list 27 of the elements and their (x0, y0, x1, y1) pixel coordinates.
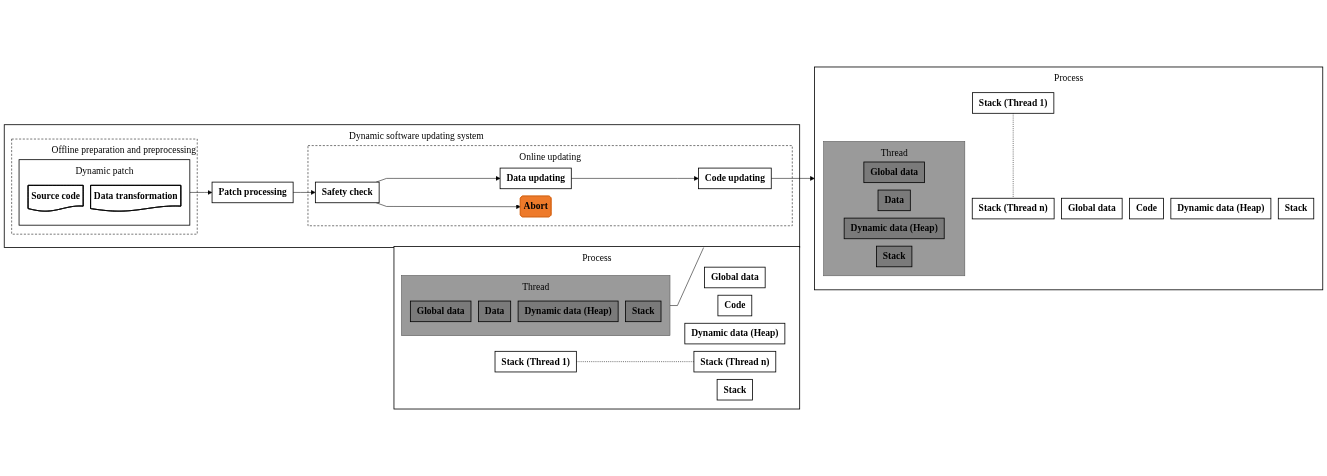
node-box: Patch processing (211, 181, 294, 204)
node-box: Dynamic data (Heap) (684, 322, 786, 345)
node-box: Stack (Thread 1) (972, 92, 1055, 114)
node-box: Dynamic data (Heap) (843, 217, 945, 240)
node-box: Stack (Thread n) (971, 197, 1055, 220)
node-box: Code (717, 294, 753, 317)
node-box: Global data (1061, 197, 1123, 220)
node-box: Data updating (499, 167, 572, 190)
node-box: Stack (625, 300, 662, 323)
node-box: Stack (876, 245, 913, 268)
node-box: Stack (1277, 197, 1315, 220)
node-box: Dynamic data (Heap) (517, 300, 619, 323)
connector (669, 247, 704, 306)
connector (1012, 113, 1014, 199)
node-box: Data (877, 189, 911, 212)
connector (576, 361, 695, 362)
node-box: Code (1129, 197, 1164, 220)
node-box: Code updating (698, 167, 772, 190)
node-box: Safety check (314, 181, 380, 204)
node-box: Data (478, 300, 512, 323)
node-box: Stack (Thread 1) (494, 350, 577, 373)
node-box: Global data (704, 266, 766, 289)
node-box: Stack (716, 378, 753, 401)
node-box: Global data (409, 300, 472, 323)
node-box: Global data (863, 161, 925, 184)
node-box: Dynamic data (Heap) (1170, 197, 1272, 220)
node-box: Stack (Thread n) (693, 350, 777, 373)
